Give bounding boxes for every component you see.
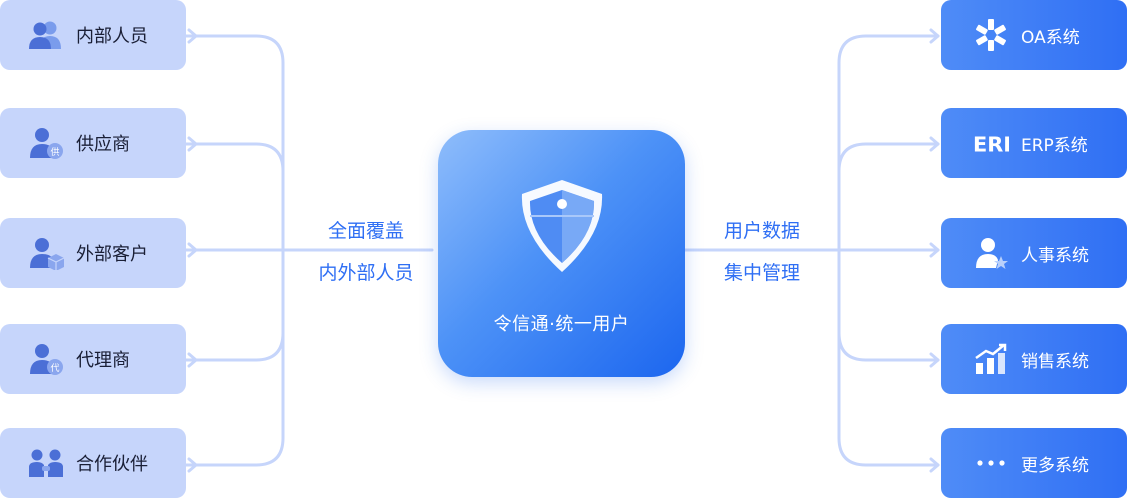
center-title: 令信通·统一用户	[493, 314, 630, 335]
node-erp-system: ERP ERP系统	[941, 108, 1127, 178]
node-hr-system: 人事系统	[941, 218, 1127, 288]
node-label: 代理商	[76, 350, 130, 371]
right-caption-line2: 集中管理	[723, 262, 800, 284]
left-caption-line1: 全面覆盖	[327, 220, 404, 242]
node-supplier: 供 供应商	[0, 108, 186, 178]
node-label: 供应商	[76, 134, 130, 155]
node-agent: 代 代理商	[0, 324, 186, 394]
node-label: 外部客户	[76, 244, 148, 265]
customer-user-icon	[28, 235, 64, 271]
node-sales-system: 销售系统	[941, 324, 1127, 394]
node-label: 内部人员	[76, 26, 148, 47]
left-caption-line2: 内外部人员	[318, 262, 414, 284]
hr-user-icon	[973, 235, 1009, 271]
node-partners: 合作伙伴	[0, 428, 186, 498]
partners-icon	[28, 445, 64, 481]
node-label: 人事系统	[1021, 245, 1089, 266]
agent-badge-text: 代	[50, 363, 59, 374]
node-label: 销售系统	[1021, 351, 1089, 372]
shield-icon	[521, 180, 603, 272]
node-external-customer: 外部客户	[0, 218, 186, 288]
oa-logo-icon	[973, 17, 1009, 53]
supplier-badge-text: 供	[50, 146, 59, 158]
more-dots-icon	[973, 445, 1009, 481]
node-label: 更多系统	[1021, 455, 1089, 476]
users-icon	[28, 17, 64, 53]
erp-logo-text: ERP	[973, 133, 1009, 155]
node-label: 合作伙伴	[76, 454, 148, 475]
node-more-systems: 更多系统	[941, 428, 1127, 498]
node-label: ERP系统	[1021, 135, 1088, 156]
erp-logo-icon: ERP	[973, 125, 1009, 161]
sales-chart-icon	[973, 341, 1009, 377]
node-label: OA系统	[1021, 27, 1080, 48]
node-internal-staff: 内部人员	[0, 0, 186, 70]
center-unified-user: 令信通·统一用户	[438, 130, 685, 377]
node-oa-system: OA系统	[941, 0, 1127, 70]
supplier-user-icon: 供	[28, 125, 64, 161]
agent-user-icon: 代	[28, 341, 64, 377]
right-caption-line1: 用户数据	[723, 220, 800, 242]
